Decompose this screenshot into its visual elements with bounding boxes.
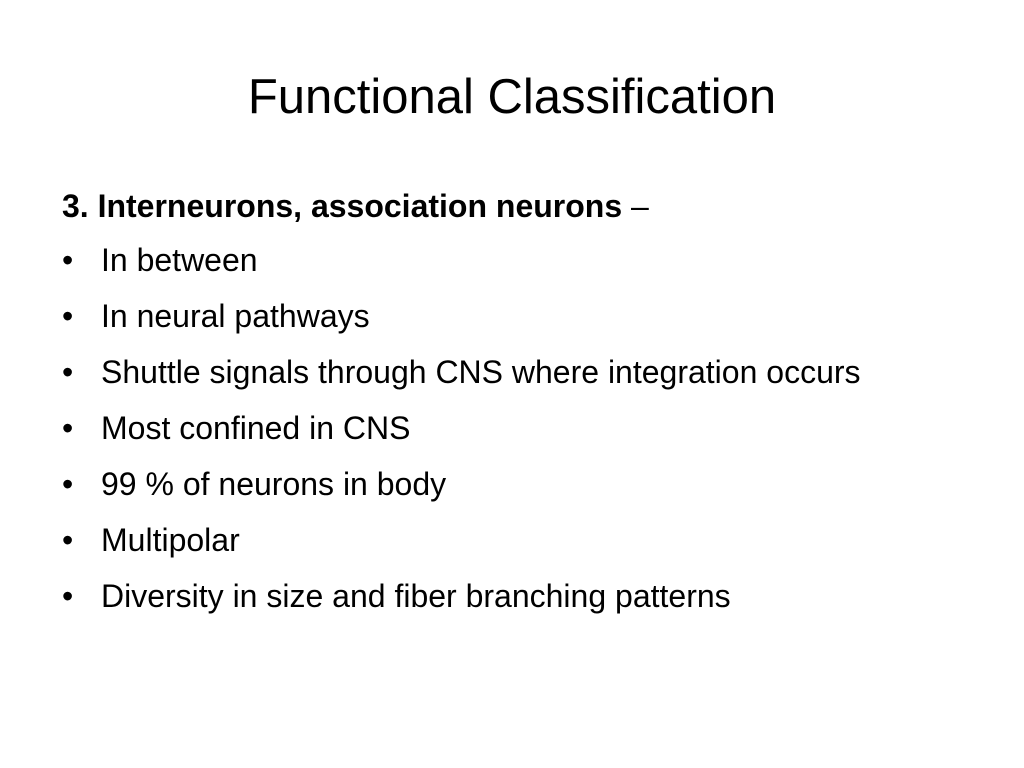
bullet-item: • 99 % of neurons in body xyxy=(62,463,942,506)
bullet-icon: • xyxy=(62,410,74,446)
bullet-item: • In neural pathways xyxy=(62,295,942,338)
bullet-item: • Shuttle signals through CNS where inte… xyxy=(62,351,942,394)
bullet-text: Shuttle signals through CNS where integr… xyxy=(101,354,861,390)
bullet-item: • Most confined in CNS xyxy=(62,407,942,450)
bullet-icon: • xyxy=(62,298,74,334)
section-heading: 3. Interneurons, association neurons – xyxy=(62,182,942,230)
bullet-icon: • xyxy=(62,354,74,390)
slide-body: 3. Interneurons, association neurons – •… xyxy=(62,182,942,631)
bullet-icon: • xyxy=(62,466,74,502)
bullet-text: Multipolar xyxy=(101,522,240,558)
bullet-icon: • xyxy=(62,578,74,614)
bullet-icon: • xyxy=(62,242,74,278)
bullet-list: • In between • In neural pathways • Shut… xyxy=(62,239,942,618)
bullet-item: • Multipolar xyxy=(62,519,942,562)
section-heading-bold: 3. Interneurons, association neurons xyxy=(62,188,623,224)
section-heading-dash: – xyxy=(622,188,649,224)
bullet-text: Most confined in CNS xyxy=(101,410,411,446)
bullet-text: In neural pathways xyxy=(101,298,370,334)
bullet-icon: • xyxy=(62,522,74,558)
bullet-item: • In between xyxy=(62,239,942,282)
bullet-text: Diversity in size and fiber branching pa… xyxy=(101,578,731,614)
bullet-item: • Diversity in size and fiber branching … xyxy=(62,575,942,618)
bullet-text: In between xyxy=(101,242,258,278)
slide-title: Functional Classification xyxy=(247,70,777,124)
bullet-text: 99 % of neurons in body xyxy=(101,466,447,502)
